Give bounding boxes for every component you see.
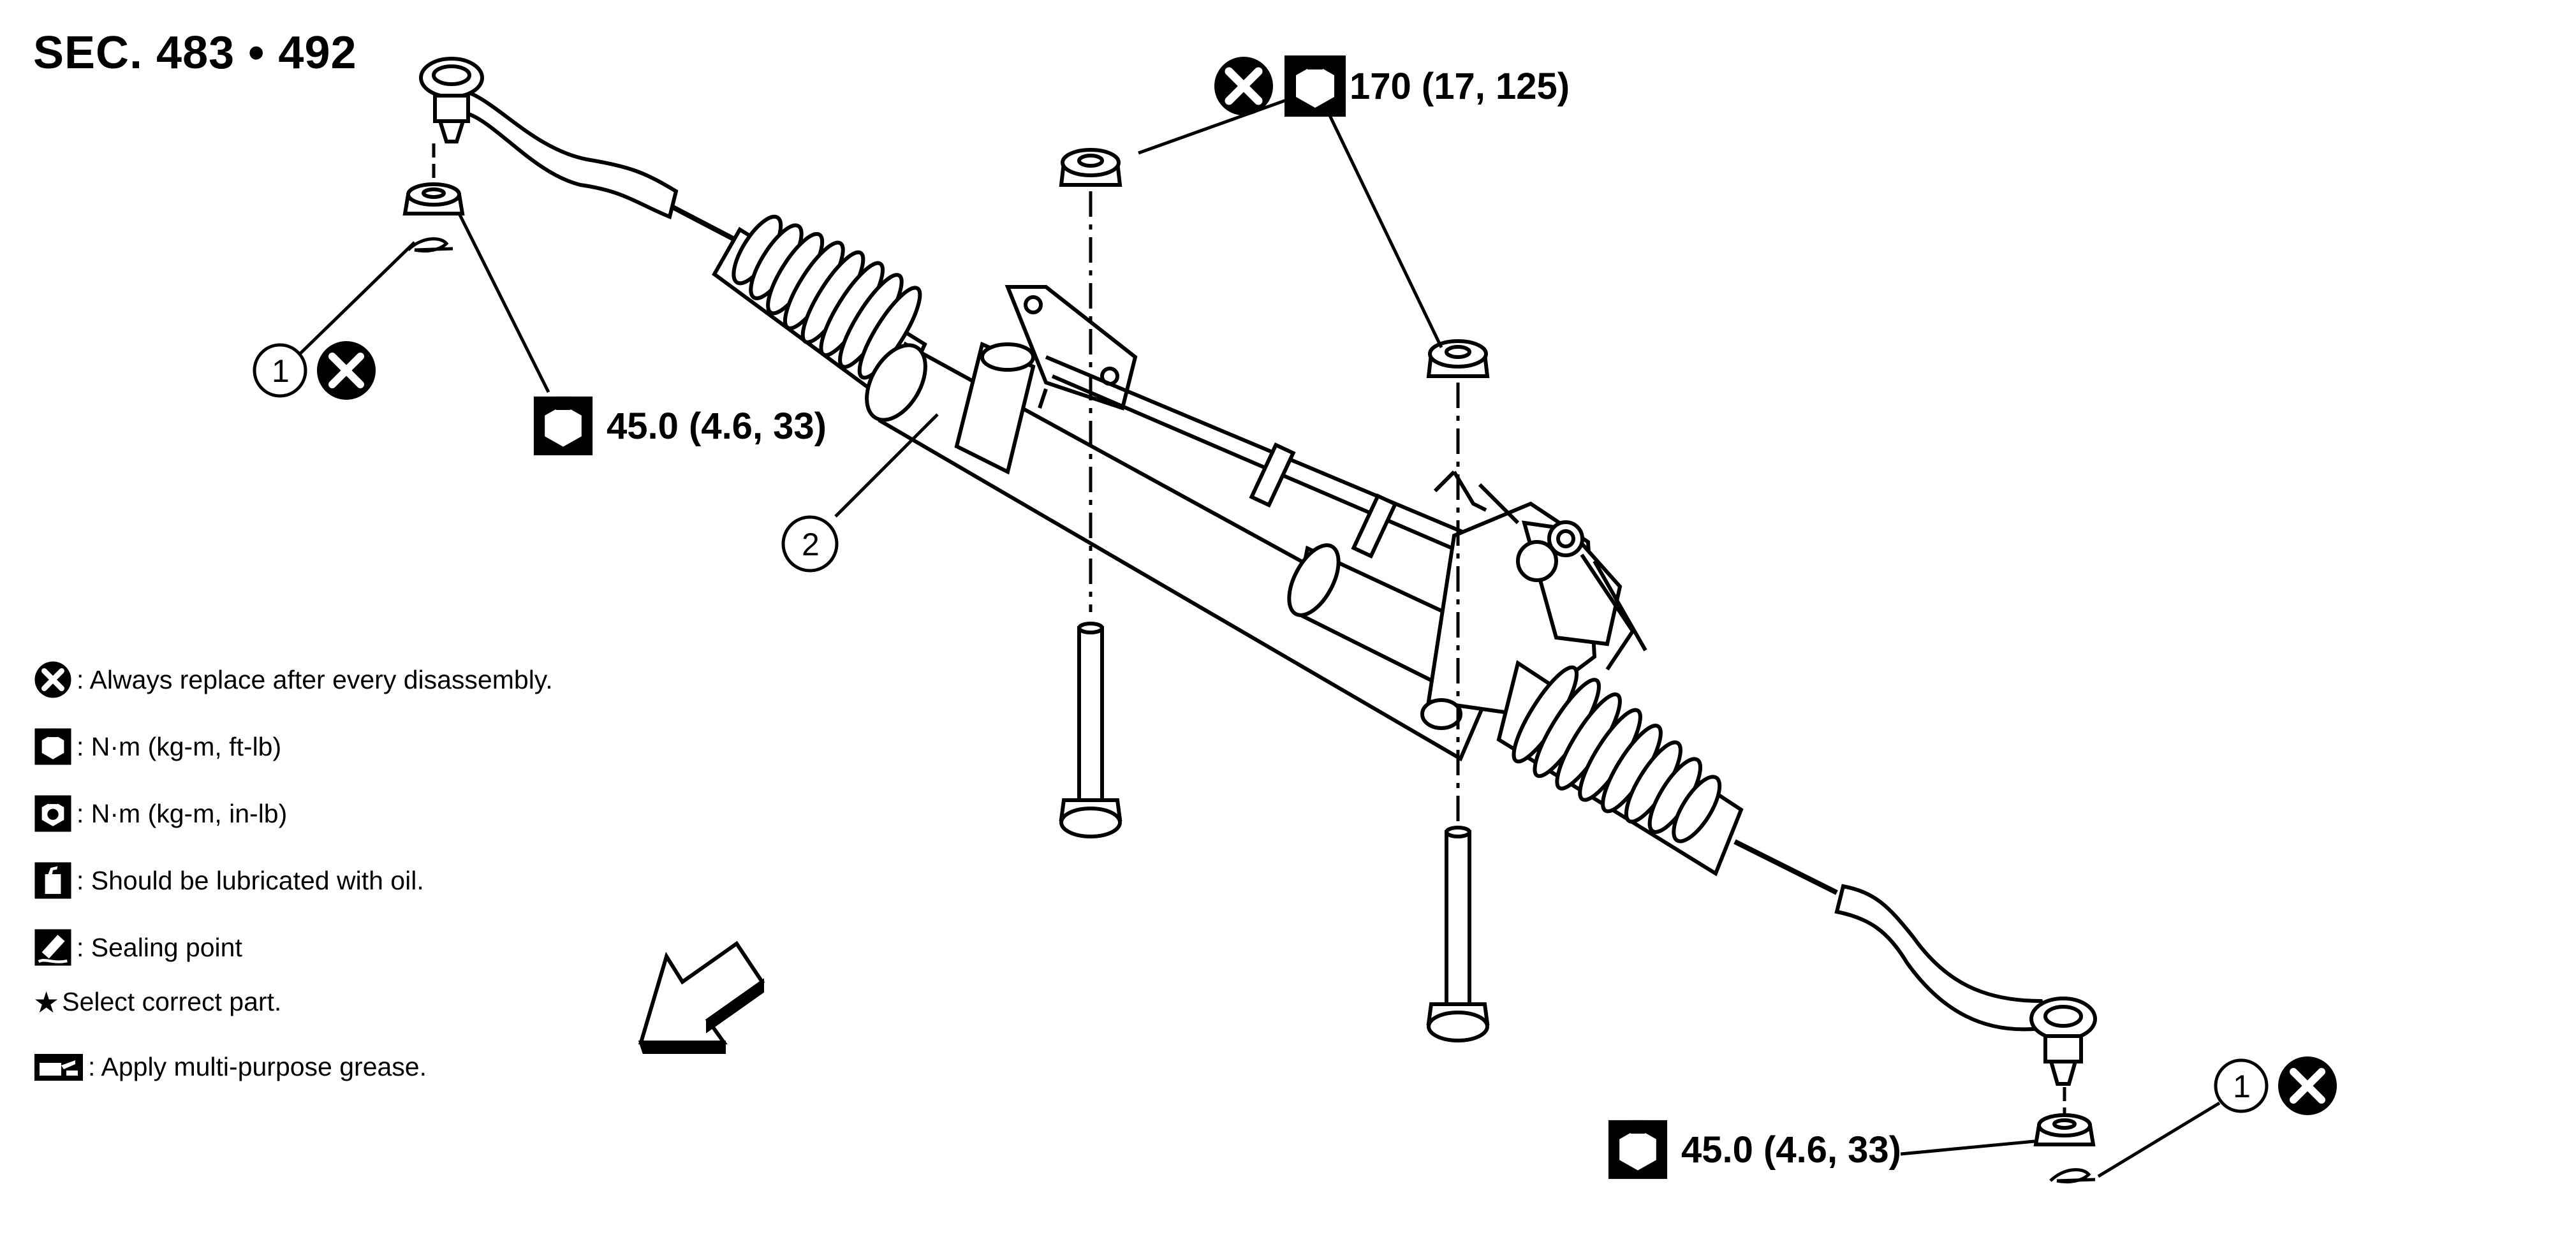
part-1-left-bubble xyxy=(253,341,376,400)
mounting-bolt-right xyxy=(1426,826,1490,1042)
part-1-left-label: 1 xyxy=(272,353,290,389)
legend-text: : N·m (kg-m, in-lb) xyxy=(77,798,288,828)
callout-part-1-left: 1 xyxy=(251,340,378,407)
pinion-shaft xyxy=(1433,470,1456,493)
gear-housing xyxy=(1420,471,1647,730)
front-direction-arrow xyxy=(638,940,765,1054)
legend-text: : Sealing point xyxy=(77,932,242,962)
legend-text: Select correct part. xyxy=(62,987,282,1016)
torque-wrench-icon xyxy=(1284,55,1346,117)
right-boot xyxy=(1496,660,1744,877)
sealing-point-icon xyxy=(33,928,73,967)
callout-part-2: 2 xyxy=(779,513,841,574)
torque-tierod-right: 45.0 (4.6, 33) xyxy=(1607,1119,1901,1180)
rack-housing xyxy=(865,285,1564,762)
callout-part-1-right: 1 xyxy=(2212,1055,2339,1122)
torque-wrench-icon xyxy=(533,396,593,456)
torque-tierod-left-value: 45.0 (4.6, 33) xyxy=(607,405,827,447)
mounting-bolt-left xyxy=(1059,622,1122,838)
torque-mounting-nuts: 170 (17, 125) xyxy=(1212,54,1570,118)
torque-inlb-icon xyxy=(33,794,73,833)
torque-mounting-nuts-value: 170 (17, 125) xyxy=(1350,65,1570,107)
part-2-bubble xyxy=(781,515,839,573)
legend-item-grease: : Apply multi-purpose grease. xyxy=(33,1052,427,1082)
grease-icon xyxy=(33,1053,84,1082)
mounting-nut-right xyxy=(1426,339,1490,378)
legend-item-torque-ftlb: : N·m (kg-m, ft-lb) xyxy=(33,727,281,766)
leader-lines xyxy=(295,86,2221,1178)
legend-text: : Apply multi-purpose grease. xyxy=(88,1052,427,1081)
legend-item-star: ★ Select correct part. xyxy=(33,987,281,1017)
legend-item-oil: : Should be lubricated with oil. xyxy=(33,861,424,900)
torque-wrench-icon xyxy=(1608,1120,1668,1180)
tie-rod-end-right xyxy=(1733,839,2097,1086)
section-title: SEC. 483 • 492 xyxy=(33,27,357,78)
part-1-right-label: 1 xyxy=(2233,1069,2251,1104)
legend-item-torque-inlb: : N·m (kg-m, in-lb) xyxy=(33,794,287,833)
left-tierod-nut xyxy=(402,182,465,216)
torque-tierod-left: 45.0 (4.6, 33) xyxy=(533,395,827,457)
right-tierod-nut xyxy=(2033,1113,2096,1146)
legend-text: : N·m (kg-m, ft-lb) xyxy=(77,731,282,761)
legend-item-replace: : Always replace after every disassembly… xyxy=(33,660,553,699)
torque-ftlb-icon xyxy=(33,727,73,766)
legend-item-sealing: : Sealing point xyxy=(33,928,242,967)
left-boot xyxy=(712,214,927,411)
torque-tierod-right-value: 45.0 (4.6, 33) xyxy=(1681,1129,1901,1171)
replace-icon xyxy=(33,660,73,699)
left-cotter-pin xyxy=(407,237,453,253)
tie-rod-end-left xyxy=(419,57,747,248)
replace-icon xyxy=(1214,57,1273,115)
part-1-right-bubble xyxy=(2214,1056,2337,1115)
part-2-label: 2 xyxy=(802,527,820,562)
mounting-nut-left xyxy=(1059,148,1122,187)
star-icon: ★ xyxy=(33,985,60,1019)
oil-can-icon xyxy=(33,861,73,900)
legend-text: : Should be lubricated with oil. xyxy=(77,865,424,895)
legend-text: : Always replace after every disassembly… xyxy=(77,664,553,694)
right-cotter-pin xyxy=(2049,1168,2096,1184)
